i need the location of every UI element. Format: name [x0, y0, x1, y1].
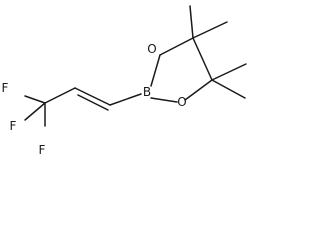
bond-boron-oxygen-bottom: [150, 97, 178, 103]
bond-methyl-bottom-2: [211, 79, 246, 99]
atom-label-oxygen-top: O: [147, 42, 156, 56]
alkene-double-bond-outer: [74, 87, 111, 106]
bond-c-f-bottom: [24, 102, 46, 121]
molecule-structure-drawing: B O O F F F: [2, 5, 247, 157]
atom-label-fluorine-top: F: [2, 81, 9, 95]
bond-oxygen-bottom-carbon: [184, 79, 213, 101]
atom-label-boron: B: [143, 85, 151, 99]
bond-cf3-vinyl: [44, 87, 76, 104]
bond-vinyl-boron: [109, 93, 142, 106]
bond-boron-oxygen-top: [150, 54, 161, 87]
structure-canvas: B O O F F F: [1, 5, 247, 157]
atom-label-oxygen-bottom: O: [177, 95, 186, 109]
atom-label-fluorine-bottom: F: [39, 143, 46, 157]
bond-oxygen-top-carbon: [159, 37, 194, 56]
alkene-double-bond-inner: [77, 94, 109, 111]
bond-c-f-left: [24, 95, 46, 104]
bond-methyl-bottom-1: [211, 63, 247, 81]
bond-methyl-top-1: [189, 5, 194, 39]
bond-methyl-top-2: [192, 21, 228, 39]
atom-label-fluorine-left: F: [10, 119, 17, 133]
bond-ring-carbon-carbon: [192, 37, 213, 81]
